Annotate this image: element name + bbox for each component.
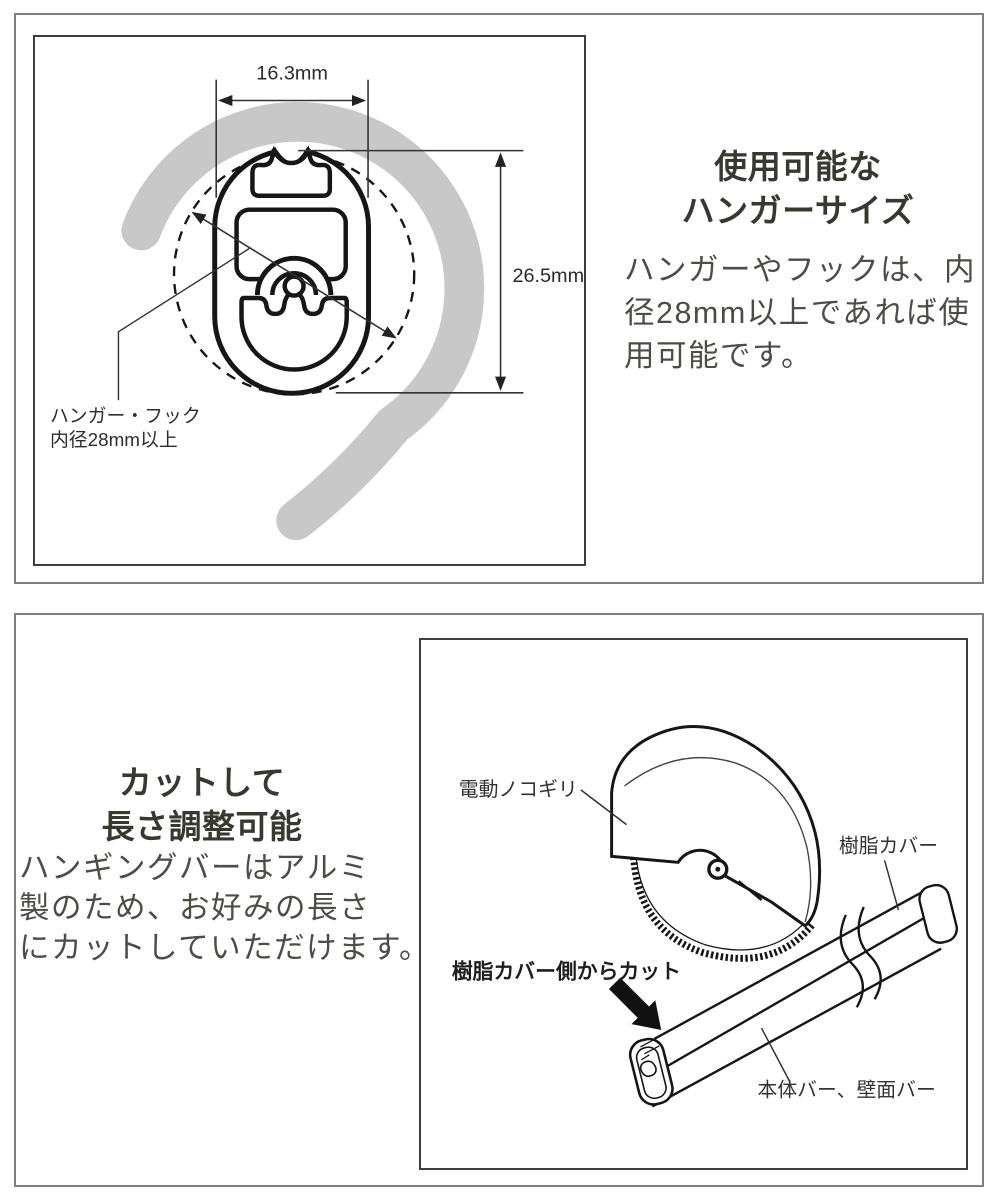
leader-lines	[580, 789, 900, 1083]
height-dimension-label: 26.5mm	[512, 265, 584, 287]
panel-hanger-size: 16.3mm 26.5mm ハンガー・フック 内径28mm以上 使用可能な ハン…	[14, 13, 984, 584]
body-line: 用可能です。	[624, 339, 813, 373]
body-line: ハンギングバーはアルミ	[19, 851, 371, 885]
bar-profile-icon	[212, 145, 372, 396]
hook-note-line1: ハンガー・フック	[50, 405, 201, 426]
saw-cutting-diagram-box: 電動ノコギリ 樹脂カバー 樹脂カバー側からカット 本体バー、壁面バー	[419, 638, 968, 1170]
panel-cut-to-length: カットして 長さ調整可能 ハンギングバーはアルミ 製のため、お好みの長さ にカッ…	[14, 613, 984, 1187]
hanger-hook-icon	[121, 102, 485, 541]
bar-cut-end	[628, 1037, 674, 1106]
cut-side-label: 樹脂カバー側からカット	[452, 959, 681, 983]
bar-label: 本体バー、壁面バー	[758, 1080, 936, 1102]
heading-line: 長さ調整可能	[101, 808, 303, 845]
cover-label: 樹脂カバー	[839, 835, 938, 857]
saw-cutting-diagram: 電動ノコギリ 樹脂カバー 樹脂カバー側からカット 本体バー、壁面バー	[452, 725, 959, 1108]
heading-line: 使用可能な	[714, 148, 882, 185]
width-dimension-label: 16.3mm	[256, 63, 328, 85]
bar-cross-section-diagram-box: 16.3mm 26.5mm ハンガー・フック 内径28mm以上	[33, 35, 586, 566]
cut-heading: カットして 長さ調整可能	[20, 761, 384, 849]
hanger-size-heading: 使用可能な ハンガーサイズ	[602, 145, 994, 233]
width-dimension	[215, 79, 369, 198]
heading-line: カットして	[118, 764, 286, 801]
heading-line: ハンガーサイズ	[681, 192, 915, 229]
body-line: にカットしていただけます。	[19, 931, 432, 965]
circular-saw-icon	[610, 725, 822, 962]
height-dimension	[298, 149, 524, 394]
hook-note-line2: 内径28mm以上	[50, 429, 178, 450]
note-leader-line	[117, 247, 250, 401]
hanging-bar-icon	[628, 883, 959, 1108]
body-line: 径28mm以上であれば使	[624, 296, 971, 330]
cut-direction-arrow-icon	[608, 977, 662, 1031]
body-line: 製のため、お好みの長さ	[19, 891, 371, 925]
inner-diameter-arrow	[191, 211, 397, 339]
cover-tie-marks	[839, 906, 882, 1008]
hanger-size-description: ハンガーやフックは、内 径28mm以上であれば使 用可能です。	[624, 249, 976, 378]
saw-label: 電動ノコギリ	[459, 779, 578, 801]
cut-description: ハンギングバーはアルミ 製のため、お好みの長さ にカットしていただけます。	[19, 848, 431, 968]
body-line: ハンガーやフックは、内	[624, 253, 976, 287]
bar-cross-section-diagram: 16.3mm 26.5mm ハンガー・フック 内径28mm以上	[50, 63, 584, 541]
